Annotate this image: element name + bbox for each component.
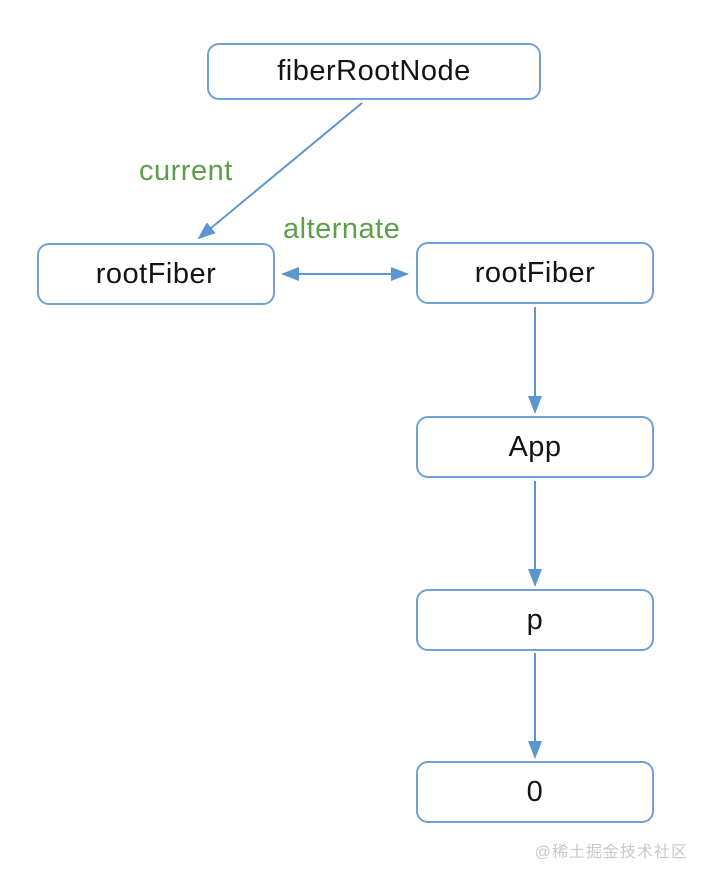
node-zero-label: 0 xyxy=(526,775,544,808)
node-root-fiber-left-label: rootFiber xyxy=(95,257,217,290)
watermark-text: @稀土掘金技术社区 xyxy=(534,844,688,861)
edge-label-current: current xyxy=(139,155,233,187)
node-root-fiber-left: rootFiber xyxy=(37,243,275,305)
node-zero: 0 xyxy=(416,761,654,823)
node-app-label: App xyxy=(508,430,562,463)
node-root-fiber-right: rootFiber xyxy=(416,242,654,304)
node-fiber-root-label: fiberRootNode xyxy=(277,55,471,87)
node-fiber-root: fiberRootNode xyxy=(207,43,541,100)
node-root-fiber-right-label: rootFiber xyxy=(474,256,596,289)
node-p-label: p xyxy=(526,603,544,636)
node-p: p xyxy=(416,589,654,651)
edge-label-alternate: alternate xyxy=(283,213,401,245)
node-app: App xyxy=(416,416,654,478)
